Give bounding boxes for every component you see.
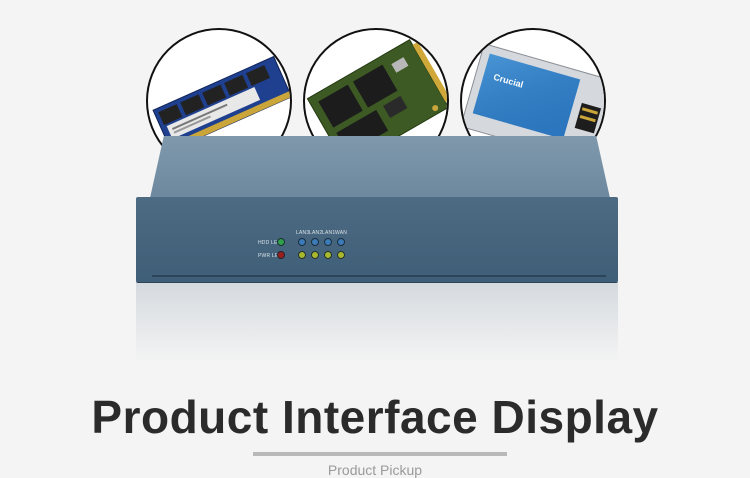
- device-reflection: [136, 283, 618, 363]
- wan-link-led: [337, 238, 345, 246]
- pwr-led: [277, 251, 285, 259]
- lan2-link-led: [311, 238, 319, 246]
- wan-act-led: [337, 251, 345, 259]
- ram-stick-icon: [152, 55, 290, 152]
- lan1-label: LAN1: [322, 230, 336, 236]
- ssd-drive-icon: Crucial: [462, 43, 604, 165]
- section-title: Product Interface Display: [91, 391, 659, 443]
- lan3-act-led: [298, 251, 306, 259]
- wan-label: WAN: [335, 230, 348, 236]
- lan2-label: LAN2: [309, 230, 323, 236]
- ram-module-circle: [146, 28, 292, 174]
- lan1-act-led: [324, 251, 332, 259]
- hdd-led-label: HDD LED: [258, 240, 282, 246]
- device-top-panel: [150, 136, 610, 198]
- lan2-act-led: [311, 251, 319, 259]
- device-front-edge: [152, 275, 606, 277]
- msata-card-icon: [306, 39, 447, 167]
- network-appliance: [136, 197, 618, 282]
- lan1-link-led: [324, 238, 332, 246]
- section-subtitle: Product Pickup: [327, 462, 423, 478]
- title-underline: [253, 452, 507, 456]
- pwr-led-label: PWR LED: [258, 253, 283, 259]
- hdd-led: [277, 238, 285, 246]
- lan3-link-led: [298, 238, 306, 246]
- lan3-label: LAN3: [296, 230, 310, 236]
